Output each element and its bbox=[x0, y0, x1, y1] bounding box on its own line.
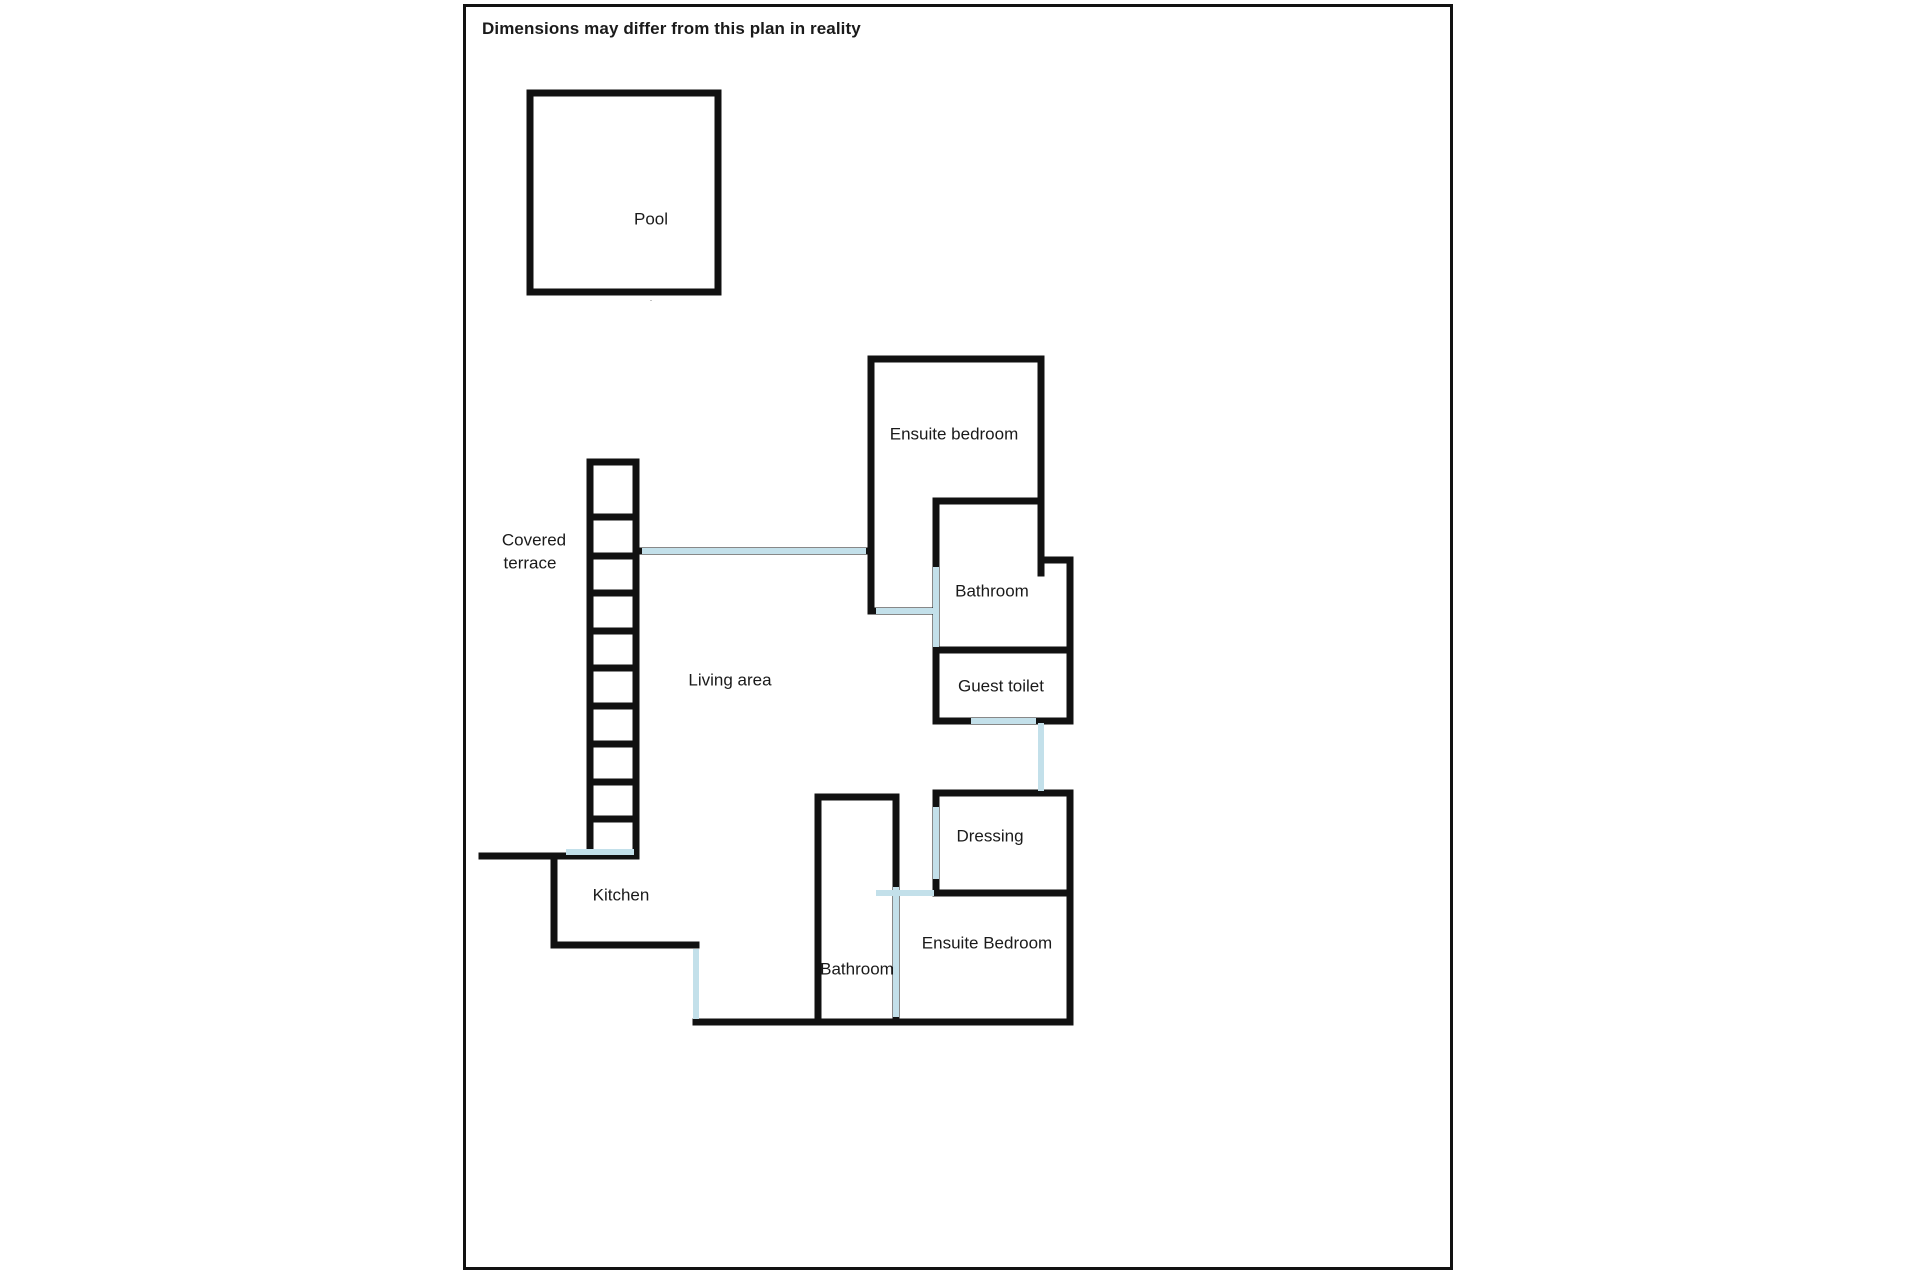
pool-tick-mark: · bbox=[650, 295, 653, 305]
room-label-bathroom-upper: Bathroom bbox=[955, 581, 1029, 600]
room-label-guest-toilet: Guest toilet bbox=[958, 676, 1044, 695]
lower-bedroom-outline bbox=[892, 889, 1074, 1026]
terrace-outline bbox=[586, 458, 640, 860]
room-label-covered-terrace-2: terrace bbox=[504, 553, 557, 572]
walls-layer bbox=[478, 89, 1074, 1026]
room-label-ensuite-bedroom-lower: Ensuite Bedroom bbox=[922, 933, 1052, 952]
upper-bedroom-outline bbox=[867, 355, 1045, 577]
room-label-dressing: Dressing bbox=[956, 826, 1023, 845]
room-label-pool: Pool bbox=[634, 209, 668, 228]
room-label-ensuite-bedroom-upper: Ensuite bedroom bbox=[890, 424, 1019, 443]
floor-plan-frame: Dimensions may differ from this plan in … bbox=[463, 4, 1453, 1270]
doors-layer bbox=[566, 548, 1044, 1019]
room-label-bathroom-lower: Bathroom bbox=[820, 959, 894, 978]
room-label-covered-terrace-1: Covered bbox=[502, 530, 566, 549]
room-label-kitchen: Kitchen bbox=[593, 885, 650, 904]
room-label-living-area: Living area bbox=[688, 670, 772, 689]
plan-disclaimer-note: Dimensions may differ from this plan in … bbox=[482, 19, 861, 38]
lower-bath-outline bbox=[814, 793, 900, 1026]
pool-outline bbox=[526, 89, 722, 296]
